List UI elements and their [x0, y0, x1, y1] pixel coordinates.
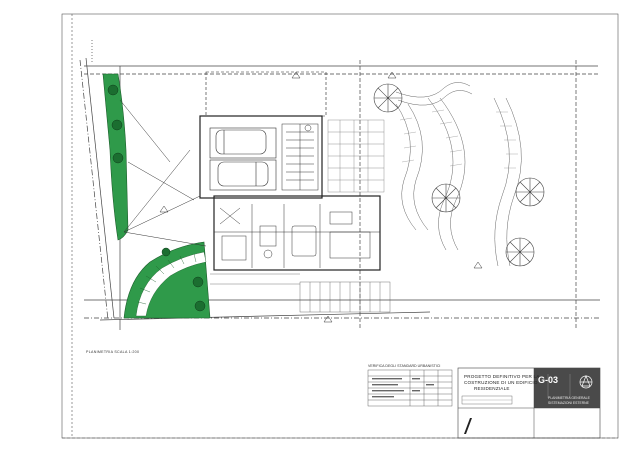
schedule-table — [367, 369, 453, 407]
schedule-rows-fill — [372, 378, 434, 398]
tree-icon — [107, 84, 206, 312]
project-title-line-1: PROGETTO DEFINITIVO PER LA — [464, 374, 540, 379]
sheet-code: G-03 — [538, 375, 559, 385]
tree-icon — [373, 83, 545, 267]
sheet-border — [61, 13, 619, 439]
garage — [209, 127, 277, 191]
dimension-lines — [119, 99, 207, 247]
schedule-title: VERIFICA DEGLI STANDARD URBANISTICI — [368, 364, 441, 368]
building-footprint — [199, 71, 381, 271]
garden-steps — [135, 251, 207, 317]
parking-area — [210, 273, 391, 313]
sheet-subtitle-line-1: PLANIMETRIA GENERALE — [548, 396, 590, 400]
sheet-subtitle-line-2: SISTEMAZIONI ESTERNE — [548, 401, 589, 405]
apartment-rooms — [214, 204, 380, 268]
garden-path-curves — [395, 82, 522, 267]
project-title-line-2: COSTRUZIONE DI UN EDIFICIO — [464, 380, 538, 385]
north-arrow-icon — [579, 375, 593, 389]
logo-icon — [464, 418, 472, 434]
title-block — [457, 367, 601, 439]
level-markers — [159, 71, 483, 323]
scale-note: PLANIMETRIA SCALA 1:200 — [86, 350, 140, 354]
project-title-line-3: RESIDENZIALE — [474, 386, 510, 391]
path-hatching — [399, 109, 518, 169]
terrace — [327, 119, 385, 193]
stair-core — [281, 123, 319, 191]
